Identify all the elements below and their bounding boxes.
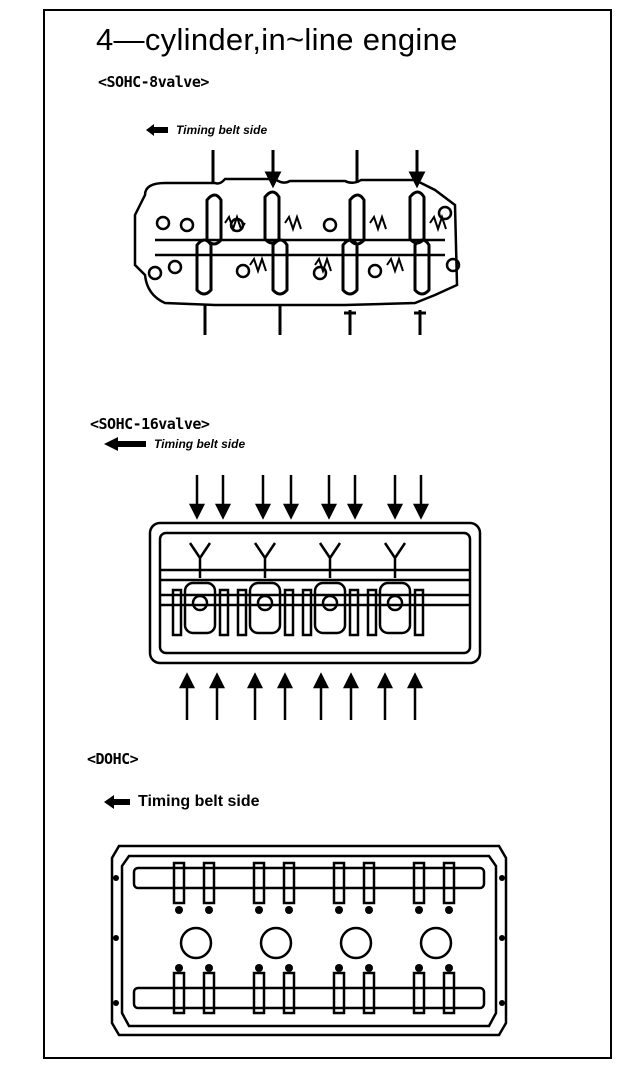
figure-frame xyxy=(43,9,612,1059)
timing-belt-side-1: Timing belt side xyxy=(146,123,267,137)
arrow-left-icon xyxy=(146,123,170,137)
dohc-diagram xyxy=(104,838,512,1043)
section-label-sohc-8valve: <SOHC-8valve> xyxy=(98,73,209,91)
section-label-dohc: <DOHC> xyxy=(87,750,139,768)
sohc-8valve-diagram xyxy=(125,145,470,345)
timing-belt-label: Timing belt side xyxy=(154,437,246,451)
timing-belt-side-2: Timing belt side xyxy=(104,437,245,451)
sohc-16valve-diagram xyxy=(145,465,485,725)
timing-belt-label: Timing belt side xyxy=(138,793,260,810)
figure-title: 4—cylinder,in~line engine xyxy=(96,22,458,57)
arrow-left-icon xyxy=(104,437,148,451)
timing-belt-side-3: Timing belt side xyxy=(104,793,260,811)
section-label-sohc-16valve: <SOHC-16valve> xyxy=(90,415,210,433)
arrow-left-icon xyxy=(104,795,132,809)
timing-belt-label: Timing belt side xyxy=(176,123,268,137)
